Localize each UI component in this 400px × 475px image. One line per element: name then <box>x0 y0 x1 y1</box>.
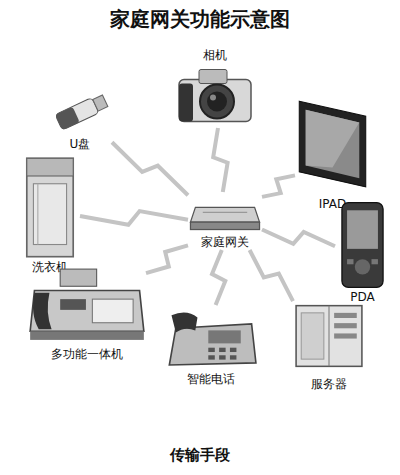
server-device: 服务器 <box>293 295 365 392</box>
phone-device-icon <box>165 305 257 372</box>
diagram-caption: 传输手段 <box>0 446 400 465</box>
camera-device-icon <box>175 63 255 128</box>
phone-device: 智能电话 <box>165 305 257 387</box>
device-label: PDA <box>350 290 374 305</box>
device-label: 服务器 <box>311 377 347 392</box>
printer-device: 多功能一体机 <box>28 262 146 362</box>
lightning-link <box>213 128 227 192</box>
gateway-device-icon <box>188 192 262 235</box>
device-label: 智能电话 <box>187 372 235 387</box>
device-label: 相机 <box>203 48 227 63</box>
lightning-link <box>250 250 293 301</box>
pda-device: PDA <box>335 200 390 305</box>
tablet-device: IPAD <box>295 90 370 212</box>
camera-device: 相机 <box>175 48 255 128</box>
server-device-icon <box>293 295 365 377</box>
lightning-link <box>146 245 188 273</box>
printer-device-icon <box>28 262 146 347</box>
washer-device-icon <box>20 155 80 260</box>
device-label: 家庭网关 <box>201 235 249 250</box>
washer-device: 洗衣机 <box>20 155 80 275</box>
device-label: U盘 <box>70 137 91 152</box>
pda-device-icon <box>335 200 390 290</box>
usb-device: U盘 <box>48 88 112 152</box>
lightning-link <box>112 142 188 195</box>
lightning-link <box>80 211 188 225</box>
gateway-device: 家庭网关 <box>188 192 262 250</box>
lightning-link <box>262 230 335 247</box>
usb-device-icon <box>48 88 112 137</box>
lightning-link <box>212 250 225 305</box>
device-label: 多功能一体机 <box>51 347 123 362</box>
diagram-title: 家庭网关功能示意图 <box>0 6 400 33</box>
tablet-device-icon <box>295 90 370 197</box>
lightning-link <box>262 175 295 197</box>
